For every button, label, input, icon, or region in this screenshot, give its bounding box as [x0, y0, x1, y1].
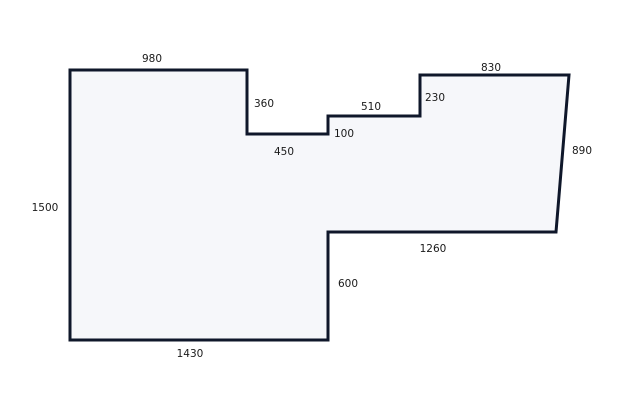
dimension-label-small-step: 100	[334, 128, 354, 140]
dimension-label-notch-drop: 360	[254, 98, 274, 110]
dimension-label-left: 1500	[32, 202, 59, 214]
dimension-label-notch-bottom: 450	[274, 146, 294, 158]
dimension-label-slanted-right: 890	[572, 145, 592, 157]
dimension-label-inner-drop: 600	[338, 278, 358, 290]
dimension-label-inner-shelf: 1260	[420, 243, 447, 255]
dimension-label-bottom: 1430	[177, 348, 204, 360]
dimension-label-top-right: 830	[481, 62, 501, 74]
dimension-label-right-step: 230	[425, 92, 445, 104]
dimension-label-top-left: 980	[142, 53, 162, 65]
dimension-label-middle-step: 510	[361, 101, 381, 113]
floor-plan-outline	[68, 68, 571, 342]
